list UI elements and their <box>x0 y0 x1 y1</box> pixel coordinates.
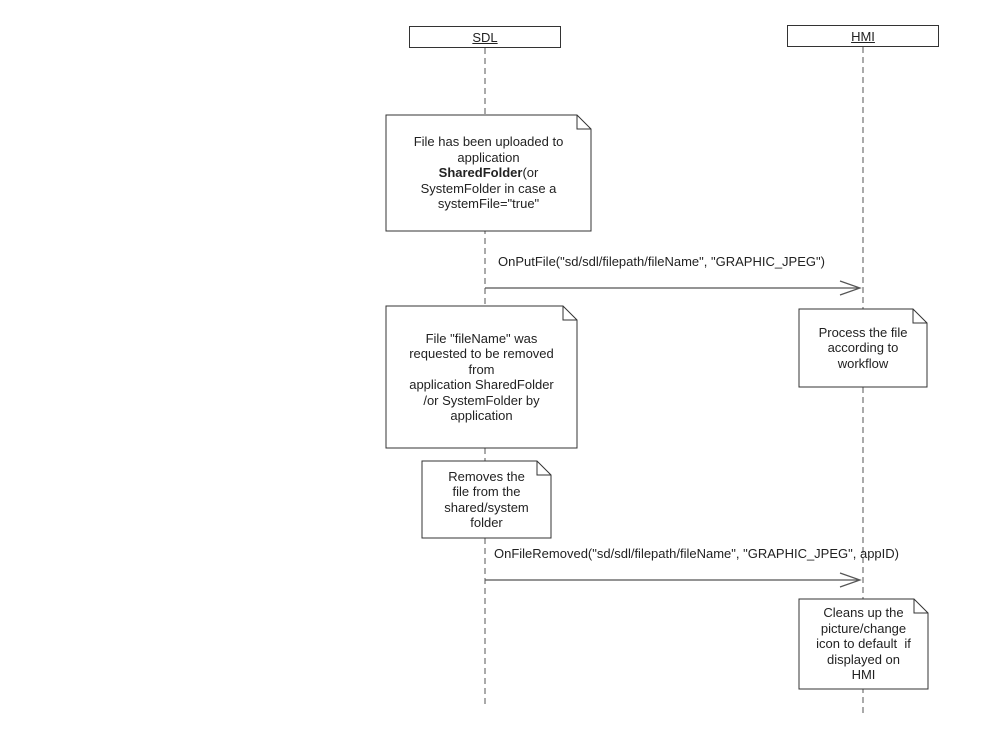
note-process-line3: workflow <box>837 355 889 371</box>
note-cleans: Cleans up the picture/change icon to def… <box>799 599 928 689</box>
note-process: Process the file according to workflow <box>799 309 927 387</box>
hmi-lifeline-head: HMI <box>787 25 939 47</box>
note-cleans-line2: picture/change <box>820 620 907 636</box>
note-cleans-line3: icon to default if <box>816 636 911 652</box>
note-uploaded: File has been uploaded to application Sh… <box>386 115 591 231</box>
note-uploaded-line2: application <box>457 149 520 165</box>
note-uploaded-line3: SharedFolder(or <box>439 165 539 181</box>
note-requested-line6: application <box>450 408 513 423</box>
note-requested-shape <box>385 305 578 449</box>
note-requested-line2: requested to be removed <box>409 346 554 361</box>
note-requested-line5: /or SystemFolder by <box>423 392 540 408</box>
note-requested-line1: File "fileName" was <box>425 330 538 346</box>
note-removes: Removes the file from the shared/system … <box>422 461 551 538</box>
note-cleans-line4: displayed on <box>827 651 900 667</box>
note-cleans-line5: HMI <box>851 667 876 683</box>
hmi-lifeline-label: HMI <box>851 28 875 44</box>
note-cleans-shape <box>798 598 929 690</box>
note-removes-shape <box>421 460 552 539</box>
sdl-lifeline-head: SDL <box>409 26 561 48</box>
on-put-file-arrow <box>485 280 862 296</box>
sdl-lifeline-label: SDL <box>472 29 498 45</box>
note-uploaded-line4: SystemFolder in case a <box>420 180 557 196</box>
note-removes-line1: Removes the <box>448 468 525 484</box>
note-removes-line2: file from the <box>452 484 521 499</box>
note-uploaded-line5: systemFile="true" <box>437 196 540 212</box>
note-requested: File "fileName" was requested to be remo… <box>386 306 577 448</box>
note-requested-line4: application SharedFolder <box>409 377 554 392</box>
shared-folder-bold: SharedFolder <box>438 165 523 181</box>
note-process-shape <box>798 308 928 388</box>
on-file-removed-label: OnFileRemoved("sd/sdl/filepath/fileName"… <box>494 546 899 561</box>
note-removes-line3: shared/system <box>444 499 529 515</box>
note-removes-line4: folder <box>470 515 503 530</box>
on-put-file-label: OnPutFile("sd/sdl/filepath/fileName", "G… <box>498 254 825 269</box>
note-cleans-line1: Cleans up the <box>823 605 904 621</box>
note-uploaded-line3-rest: (or <box>522 165 539 181</box>
note-requested-line3: from <box>468 361 495 377</box>
on-file-removed-arrow <box>485 572 862 588</box>
note-process-line1: Process the file <box>818 324 908 340</box>
note-process-line2: according to <box>827 340 899 356</box>
note-uploaded-line1: File has been uploaded to <box>413 134 564 150</box>
note-uploaded-shape <box>385 114 592 232</box>
